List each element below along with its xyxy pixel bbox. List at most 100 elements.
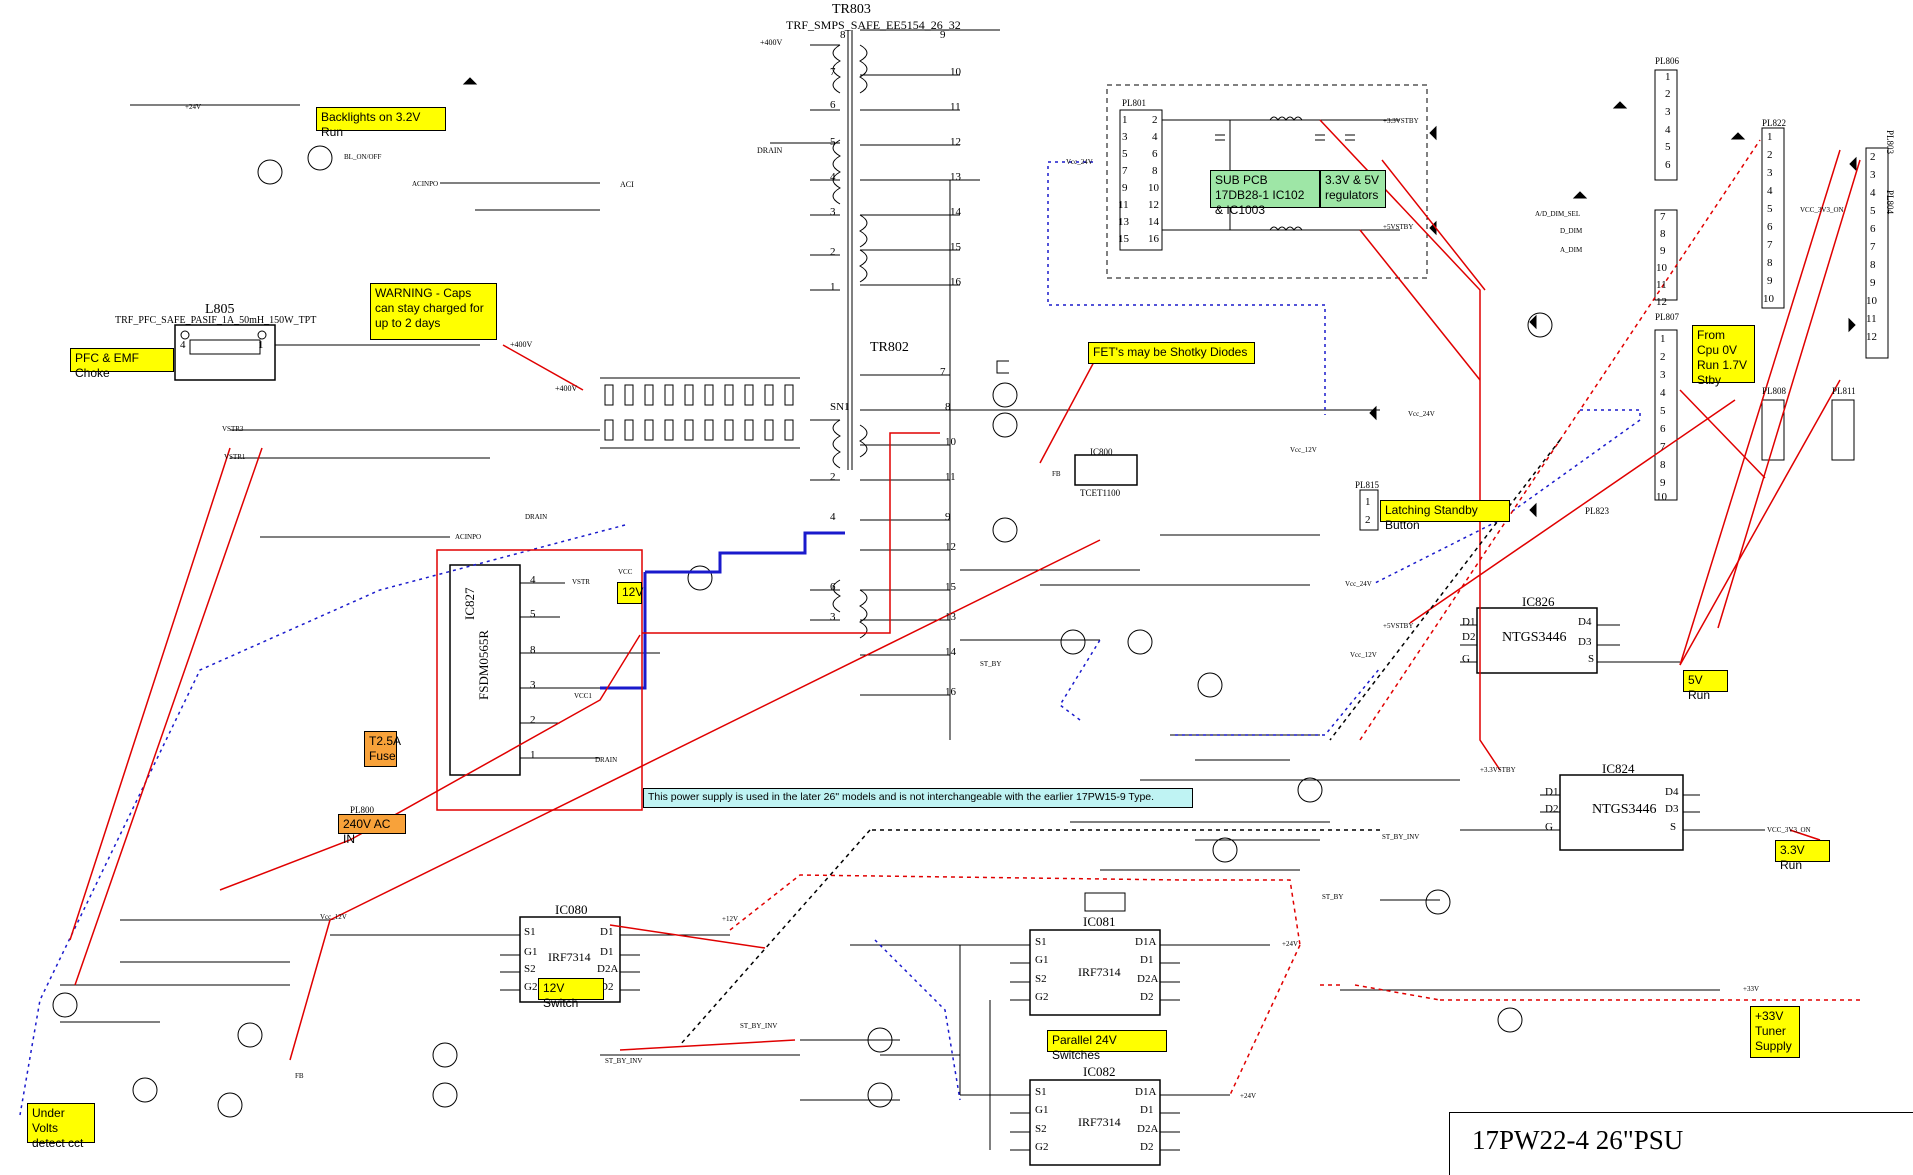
note-3v3-run: 3.3V Run xyxy=(1775,840,1830,872)
svg-text:2: 2 xyxy=(1665,88,1671,100)
svg-text:15: 15 xyxy=(1118,233,1130,245)
svg-text:6: 6 xyxy=(830,581,836,593)
ic082-part: IRF7314 xyxy=(1078,1115,1121,1129)
net-3v3stby-b: +3.3VSTBY xyxy=(1480,766,1516,774)
svg-text:2: 2 xyxy=(1660,351,1666,363)
svg-text:D3: D3 xyxy=(1578,636,1592,648)
svg-text:D2: D2 xyxy=(1545,803,1558,815)
svg-text:14: 14 xyxy=(950,206,962,218)
svg-text:15: 15 xyxy=(950,241,962,253)
svg-text:11: 11 xyxy=(945,471,956,483)
ic824-label: IC824 xyxy=(1602,761,1635,776)
l805-desc: TRF_PFC_SAFE_PASIF_1A_50mH_150W_TPT xyxy=(115,315,317,326)
net-vstr: VSTR xyxy=(572,578,590,586)
note-tuner: +33V Tuner Supply xyxy=(1750,1006,1800,1058)
pl811-label: PL811 xyxy=(1832,386,1856,396)
svg-text:2: 2 xyxy=(1767,149,1773,161)
svg-text:16: 16 xyxy=(1148,233,1160,245)
svg-text:4: 4 xyxy=(1767,185,1773,197)
net-24v: +24V xyxy=(1282,940,1299,948)
net-drain: DRAIN xyxy=(757,146,783,155)
svg-text:11: 11 xyxy=(1866,313,1877,325)
svg-text:7: 7 xyxy=(1660,211,1666,223)
l805-label: L805 xyxy=(205,302,235,317)
ic827-label: IC827 xyxy=(462,587,477,621)
svg-text:D1A: D1A xyxy=(1135,1086,1156,1098)
pl808-label: PL808 xyxy=(1762,386,1787,396)
svg-text:2: 2 xyxy=(1870,151,1876,163)
svg-text:D4: D4 xyxy=(1578,616,1592,628)
svg-text:12: 12 xyxy=(950,136,961,148)
svg-text:3: 3 xyxy=(830,611,836,623)
svg-text:D2A: D2A xyxy=(1137,973,1158,985)
svg-text:S1: S1 xyxy=(1035,936,1047,948)
net-drain-c: DRAIN xyxy=(595,756,618,764)
ic080-label: IC080 xyxy=(555,902,588,917)
svg-text:5: 5 xyxy=(1660,405,1666,417)
net-stby: ST_BY xyxy=(980,660,1002,668)
ic082-label: IC082 xyxy=(1083,1064,1116,1079)
net-vstr3: VSTR3 xyxy=(222,425,244,433)
svg-text:D1: D1 xyxy=(600,926,613,938)
net-vcc1: VCC1 xyxy=(574,692,592,700)
pl822-label: PL822 xyxy=(1762,118,1787,128)
net-5vstby: +5VSTBY xyxy=(1383,223,1414,231)
svg-text:9: 9 xyxy=(1767,275,1773,287)
ic081-part: IRF7314 xyxy=(1078,965,1121,979)
net-400v: +400V xyxy=(760,38,783,47)
note-backlights: Backlights on 3.2V Run xyxy=(316,107,446,139)
svg-text:8: 8 xyxy=(840,29,846,41)
note-from-cpu: From Cpu 0V Run 1.7V Stby xyxy=(1692,325,1755,387)
pl807-label: PL807 xyxy=(1655,312,1680,322)
svg-text:9: 9 xyxy=(1660,245,1666,257)
pl823-label: PL823 xyxy=(1585,506,1610,516)
svg-text:4: 4 xyxy=(830,171,836,183)
net-5vstby-b: +5VSTBY xyxy=(1383,622,1414,630)
svg-text:9: 9 xyxy=(1660,477,1666,489)
svg-text:7: 7 xyxy=(1122,165,1128,177)
svg-text:D1: D1 xyxy=(1140,1104,1153,1116)
svg-text:6: 6 xyxy=(1767,221,1773,233)
svg-text:14: 14 xyxy=(1148,216,1160,228)
title-block: 17PW22-4 26"PSU xyxy=(1449,1112,1913,1175)
svg-text:13: 13 xyxy=(950,171,962,183)
pl800-label: PL800 xyxy=(350,805,375,815)
svg-text:16: 16 xyxy=(945,686,957,698)
net-stby-b: ST_BY xyxy=(1322,893,1344,901)
svg-text:13: 13 xyxy=(1118,216,1130,228)
svg-text:5: 5 xyxy=(530,608,536,620)
svg-text:D4: D4 xyxy=(1665,786,1679,798)
svg-text:11: 11 xyxy=(950,101,961,113)
svg-text:7: 7 xyxy=(1870,241,1876,253)
svg-text:3: 3 xyxy=(830,206,836,218)
ic800-label: IC800 xyxy=(1090,447,1113,457)
note-under-volts: Under Volts detect cct xyxy=(27,1103,95,1150)
svg-text:G1: G1 xyxy=(1035,954,1048,966)
ic081-label: IC081 xyxy=(1083,914,1116,929)
svg-text:D1: D1 xyxy=(600,946,613,958)
svg-text:4: 4 xyxy=(1870,187,1876,199)
note-pfc: PFC & EMF Choke xyxy=(70,348,174,380)
svg-text:9: 9 xyxy=(1870,277,1876,289)
svg-text:1: 1 xyxy=(1665,71,1671,83)
net-vcc24-c: Vcc_24V xyxy=(1345,580,1372,588)
svg-text:2: 2 xyxy=(530,714,536,726)
svg-text:8: 8 xyxy=(1767,257,1773,269)
svg-text:8: 8 xyxy=(530,644,536,656)
svg-text:1: 1 xyxy=(1660,333,1666,345)
net-drain-b: DRAIN xyxy=(525,513,548,521)
note-fets: FET's may be Shotky Diodes xyxy=(1088,342,1255,364)
svg-text:G2: G2 xyxy=(1035,991,1048,1003)
net-vcc24-a: Vcc_24V xyxy=(1066,158,1093,166)
svg-text:D1A: D1A xyxy=(1135,936,1156,948)
svg-text:1: 1 xyxy=(1767,131,1773,143)
svg-text:D2: D2 xyxy=(1140,991,1153,1003)
svg-text:D3: D3 xyxy=(1665,803,1679,815)
svg-text:11: 11 xyxy=(1656,279,1667,291)
note-latching: Latching Standby Button xyxy=(1380,500,1510,532)
svg-text:6: 6 xyxy=(1660,423,1666,435)
ic827-part: FSDM0565R xyxy=(476,629,491,700)
svg-text:9: 9 xyxy=(1122,182,1128,194)
svg-text:10: 10 xyxy=(1656,491,1668,503)
